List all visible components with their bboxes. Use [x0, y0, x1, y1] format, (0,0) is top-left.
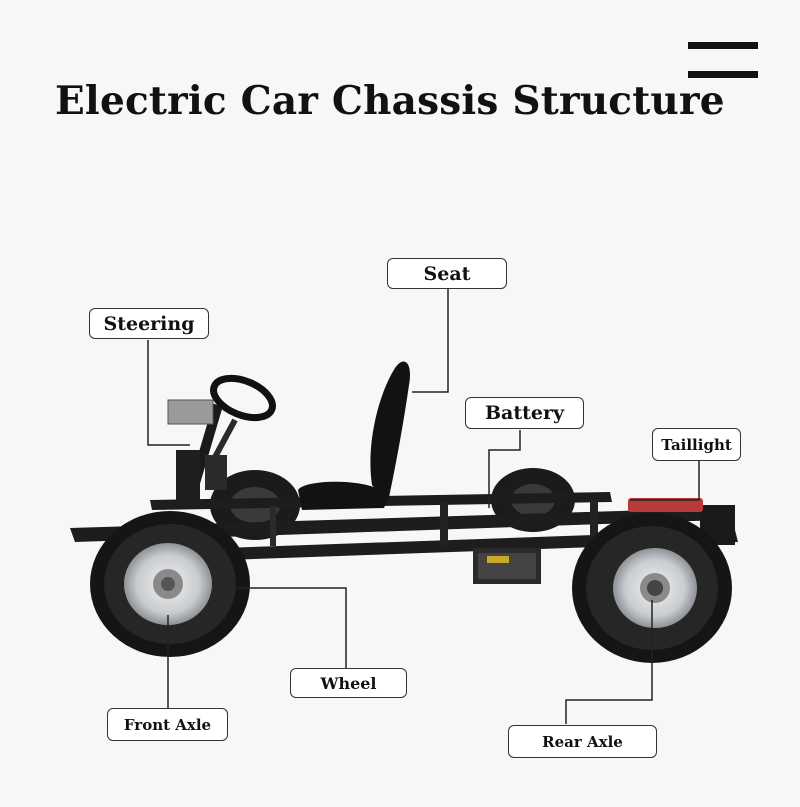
seat-shape [298, 361, 410, 510]
chassis-frame [70, 492, 738, 564]
label-seat: Seat [387, 258, 507, 289]
steering-assembly [167, 374, 276, 502]
label-wheel: Wheel [290, 668, 407, 698]
label-rear-axle: Rear Axle [508, 725, 657, 758]
front-wheel-shape [90, 511, 250, 657]
rear-wheel-shape [572, 513, 732, 663]
label-taillight: Taillight [652, 428, 741, 461]
label-battery: Battery [465, 397, 584, 429]
page-title: Electric Car Chassis Structure [55, 78, 725, 124]
battery-box [473, 548, 541, 584]
leader-lines [147, 288, 700, 724]
label-steering: Steering [89, 308, 209, 339]
taillight-shape [628, 498, 703, 512]
label-front-axle: Front Axle [107, 708, 228, 741]
menu-icon[interactable] [688, 42, 758, 82]
